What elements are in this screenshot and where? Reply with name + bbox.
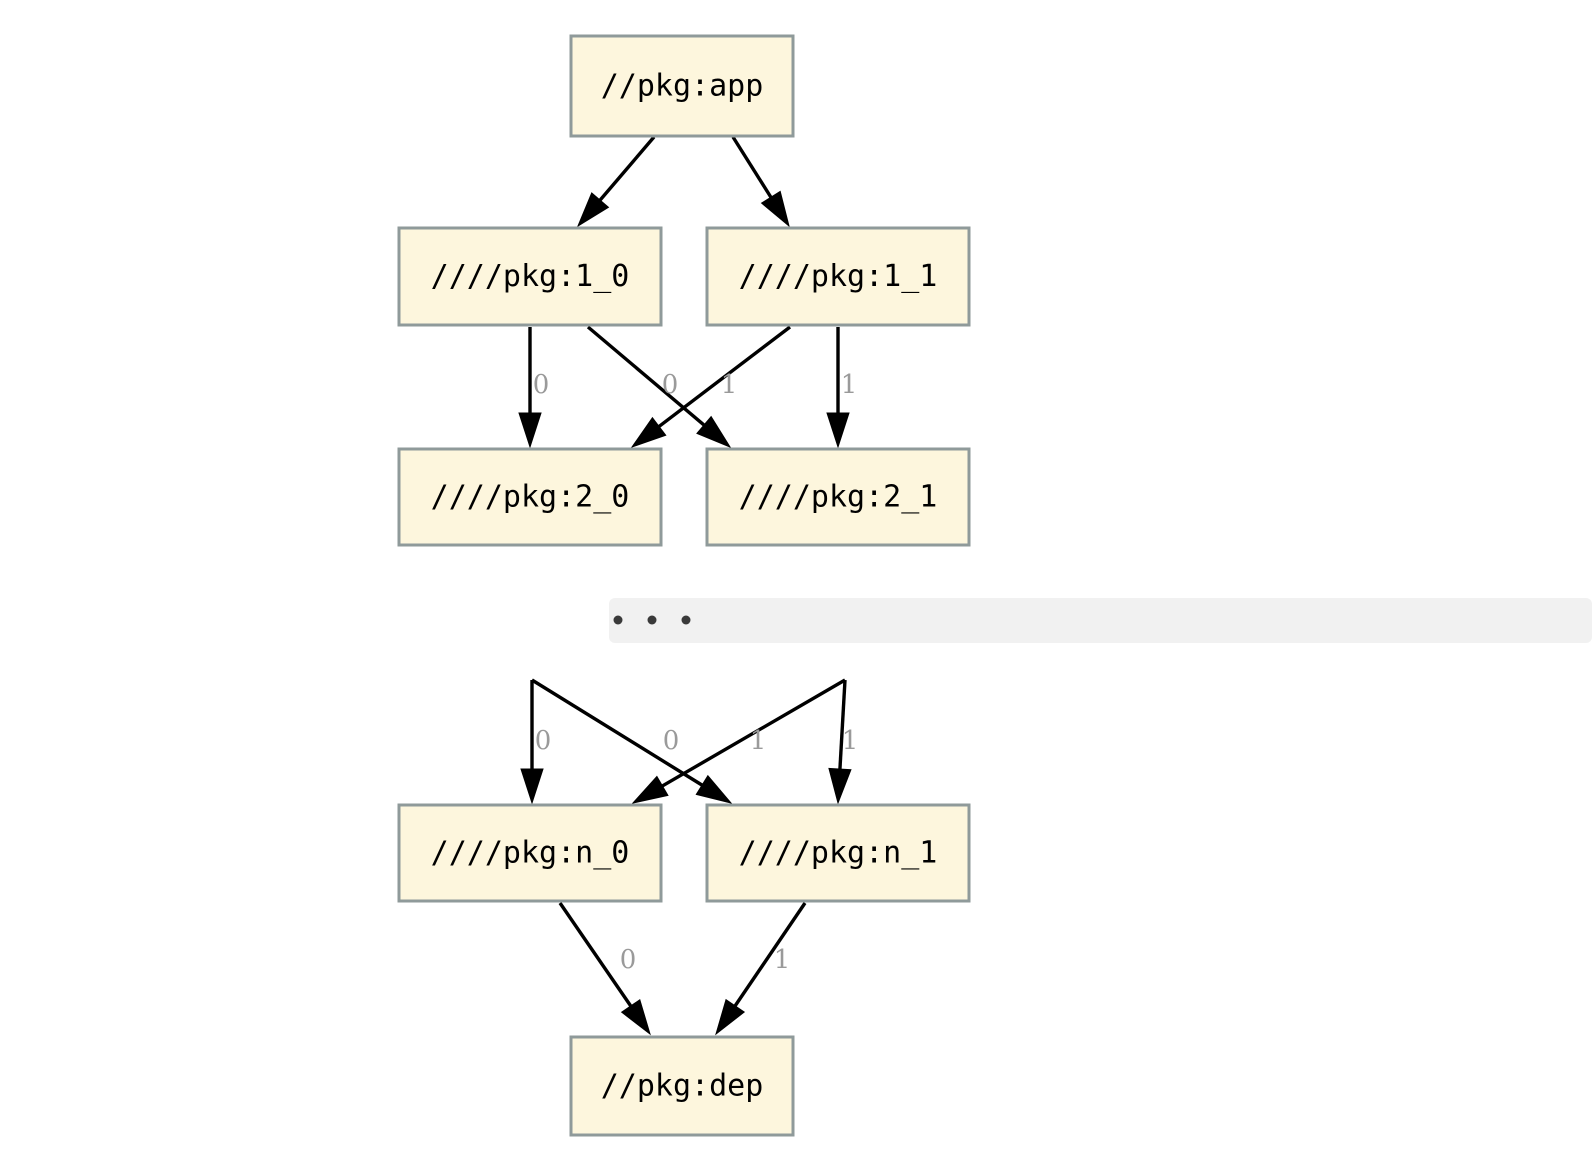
edge-line [658, 325, 792, 428]
edge-arrowhead [518, 412, 542, 449]
node-label: ////pkg:2_1 [739, 480, 938, 515]
ellipsis-dot [647, 615, 657, 625]
node-box[interactable] [397, 226, 663, 327]
graph-edge: 1 [715, 902, 807, 1036]
nodes-layer: //pkg:app ////pkg:1_0 ////pkg:1_1 ////pkg:2… [397, 34, 971, 1137]
graph-node-nn_0[interactable]: ////pkg:n_0 [397, 803, 663, 903]
edge-label: 0 [663, 726, 680, 756]
edge-arrowhead [576, 192, 610, 228]
edge-arrowhead [520, 768, 544, 805]
node-label: //pkg:app [601, 69, 764, 104]
node-box[interactable] [397, 803, 663, 903]
edge-label: 0 [620, 945, 637, 975]
node-box[interactable] [569, 34, 795, 138]
edge-label: 0 [535, 726, 552, 756]
graph-node-n1_1[interactable]: ////pkg:1_1 [705, 226, 971, 327]
node-label: ////pkg:n_1 [739, 836, 938, 871]
edge-arrowhead [696, 415, 732, 449]
edge-arrowhead [695, 774, 733, 804]
graph-node-dep[interactable]: //pkg:dep [569, 1035, 795, 1137]
edge-line [598, 135, 656, 202]
edge-arrowhead [760, 190, 790, 228]
node-label: ////pkg:1_1 [739, 259, 938, 294]
graph-edge: 1 [631, 678, 846, 804]
edge-label: 1 [841, 370, 858, 400]
edges-layer: 0 0 1 1 0 0 1 1 0 1 [518, 135, 859, 1036]
edge-arrowhead [630, 416, 667, 448]
edge-line [733, 902, 807, 1007]
graph-edge: 0 [558, 902, 651, 1036]
edge-label: 1 [842, 726, 859, 756]
node-label: ////pkg:n_0 [431, 836, 630, 871]
graph-edge: 0 [518, 327, 550, 449]
edge-arrowhead [620, 998, 651, 1036]
graph-node-nn_1[interactable]: ////pkg:n_1 [705, 803, 971, 903]
node-box[interactable] [569, 1035, 795, 1137]
graph-node-n2_1[interactable]: ////pkg:2_1 [705, 447, 971, 547]
graph-node-n2_0[interactable]: ////pkg:2_0 [397, 447, 663, 547]
node-box[interactable] [705, 447, 971, 547]
edge-line [586, 325, 706, 427]
edge-label: 1 [750, 726, 767, 756]
node-box[interactable] [705, 803, 971, 903]
edge-line [531, 678, 703, 787]
graph-edge: 1 [828, 679, 859, 805]
ellipsis-dot [613, 615, 623, 625]
graph-edge [731, 136, 790, 228]
graph-edge: 0 [531, 678, 733, 804]
edge-line [661, 678, 846, 788]
node-label: ////pkg:2_0 [431, 480, 630, 515]
edge-arrowhead [828, 767, 852, 805]
edge-line [558, 902, 633, 1007]
ellipsis-divider [609, 598, 1592, 643]
graph-edge: 1 [826, 327, 858, 449]
graph-edge: 0 [520, 680, 552, 805]
graph-edge: 1 [630, 325, 792, 448]
ellipsis-dot [681, 615, 691, 625]
edge-line [731, 136, 773, 199]
graph-edge [576, 135, 656, 228]
edge-line [838, 679, 847, 770]
edge-arrowhead [826, 412, 850, 449]
edge-arrowhead [715, 998, 746, 1036]
edge-label: 0 [533, 370, 550, 400]
graph-node-n1_0[interactable]: ////pkg:1_0 [397, 226, 663, 327]
node-box[interactable] [705, 226, 971, 327]
ellipsis-band-background [609, 598, 1592, 643]
node-label: //pkg:dep [601, 1069, 764, 1104]
node-label: ////pkg:1_0 [431, 259, 630, 294]
edge-label: 0 [662, 370, 679, 400]
edge-arrowhead [631, 775, 669, 804]
node-box[interactable] [397, 447, 663, 547]
graph-node-app[interactable]: //pkg:app [569, 34, 795, 138]
edge-label: 1 [774, 945, 791, 975]
edge-label: 1 [721, 370, 738, 400]
